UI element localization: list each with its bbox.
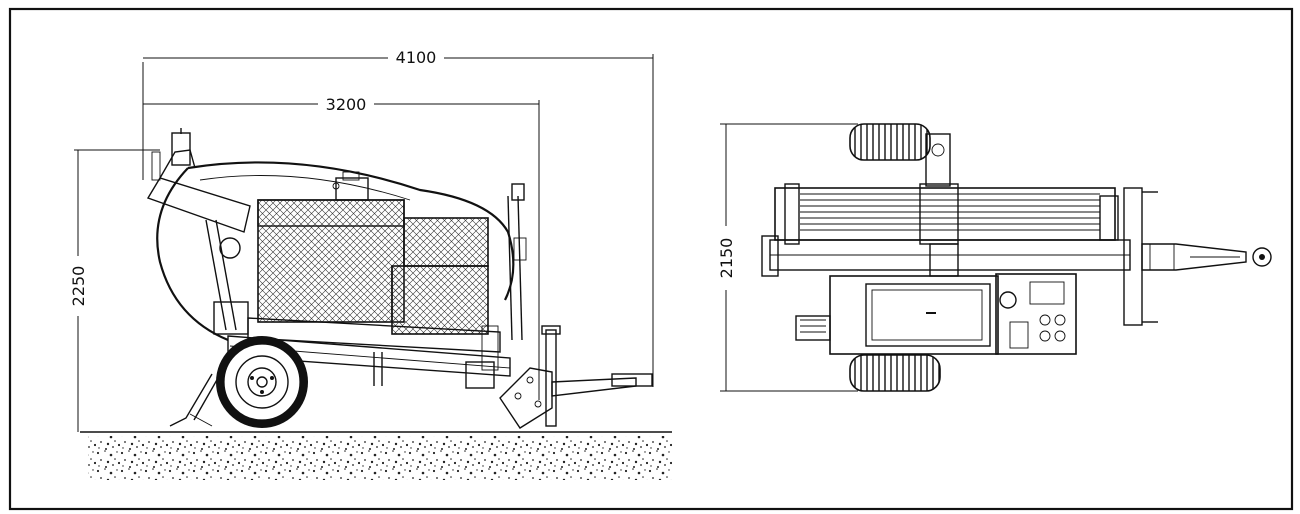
dimension-4100: 4100 [142,48,654,387]
side-view: 4100 3200 2250 [69,48,672,480]
dimension-2150: 2150 [717,123,858,392]
dimension-2250: 2250 [69,149,160,432]
frame-border [8,7,1294,511]
ground [80,431,672,480]
dimension-4100-label: 4100 [396,48,437,67]
dimension-2250-label: 2250 [69,266,88,307]
top-view: 2150 [717,123,1272,392]
dimension-2150-label: 2150 [717,238,736,279]
dimension-3200-label: 3200 [326,95,367,114]
top-machine-body [761,123,1272,392]
dimension-3200: 3200 [143,95,540,400]
mast-lattice [800,193,1100,231]
side-machine-body [146,128,653,429]
